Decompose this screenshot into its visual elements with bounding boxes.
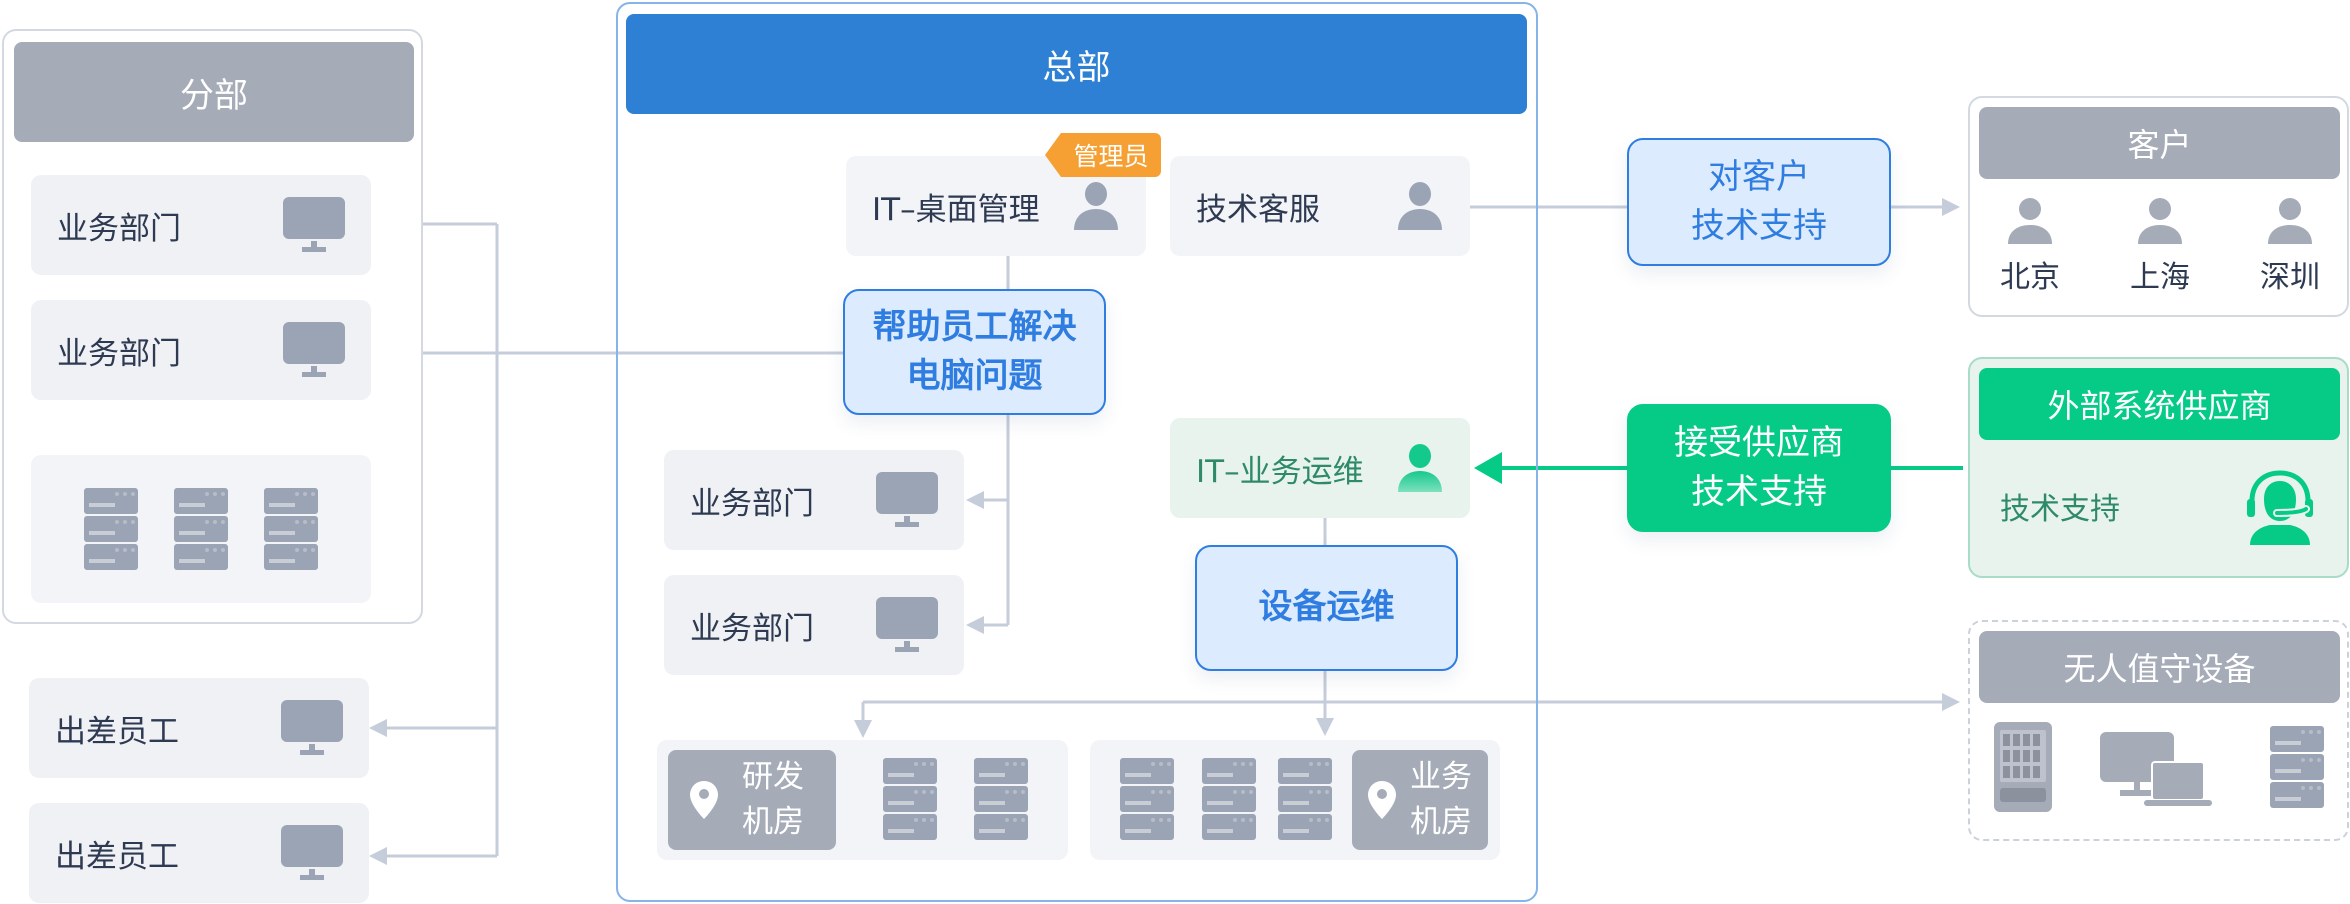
help-action-line1: 帮助员工解决 bbox=[872, 306, 1077, 347]
unattended-panel: 无人值守设备 bbox=[1968, 620, 2349, 841]
tech-service-card[interactable]: 技术客服 bbox=[1170, 156, 1470, 256]
headset-agent-icon bbox=[2244, 469, 2316, 545]
customer-support-line2: 技术支持 bbox=[1691, 206, 1827, 246]
biz-room-line1: 业务 bbox=[1410, 759, 1472, 796]
biz-room-label-box: 业务 机房 bbox=[1352, 750, 1488, 850]
cabinet-icon bbox=[1994, 722, 2052, 812]
server-rack-icon bbox=[883, 758, 937, 840]
monitor-icon bbox=[281, 825, 343, 881]
admin-badge: 管理员 bbox=[1045, 133, 1161, 177]
customers-panel: 客户 北京 上海 深圳 bbox=[1968, 96, 2349, 317]
dept-label: 业务部门 bbox=[690, 485, 814, 522]
tech-service-label: 技术客服 bbox=[1196, 191, 1320, 228]
biz-room-line2: 机房 bbox=[1410, 804, 1472, 840]
arrow-to-customers bbox=[1942, 198, 1960, 216]
arrow-to-bizops bbox=[1474, 452, 1502, 484]
unattended-header: 无人值守设备 bbox=[1979, 631, 2340, 703]
supplier-support-line1: 接受供应商 bbox=[1674, 422, 1844, 463]
biz-ops-card[interactable]: IT–业务运维 bbox=[1170, 418, 1470, 518]
supplier-support-line2: 技术支持 bbox=[1691, 472, 1827, 512]
server-rack-icon bbox=[1202, 758, 1256, 840]
branch-dept-card-2[interactable]: 业务部门 bbox=[31, 300, 371, 400]
arrow-travel-1 bbox=[369, 719, 387, 737]
city-label: 深圳 bbox=[2260, 260, 2320, 295]
help-employees-action[interactable]: 帮助员工解决 电脑问题 bbox=[843, 289, 1106, 415]
supplier-support-label: 技术支持 bbox=[2000, 492, 2120, 527]
user-icon bbox=[1396, 444, 1444, 492]
customer-city-item[interactable]: 上海 bbox=[2115, 198, 2205, 296]
branch-server-room bbox=[31, 455, 371, 603]
customer-city-list: 北京 上海 深圳 bbox=[1985, 198, 2335, 296]
desktop-mgmt-label: IT–桌面管理 bbox=[872, 191, 1040, 228]
hq-dept-card-2[interactable]: 业务部门 bbox=[664, 575, 964, 675]
monitor-icon bbox=[876, 597, 938, 653]
branch-title: 分部 bbox=[180, 75, 248, 116]
server-rack-icon bbox=[84, 488, 138, 570]
travel-staff-card-2[interactable]: 出差员工 bbox=[29, 803, 369, 903]
supplier-support-action[interactable]: 接受供应商 技术支持 bbox=[1627, 404, 1891, 532]
arrow-to-biz-room bbox=[1316, 718, 1334, 736]
biz-room: 业务 机房 bbox=[1090, 740, 1500, 860]
user-icon bbox=[2136, 198, 2184, 244]
location-pin-icon bbox=[690, 781, 718, 819]
arrow-travel-2 bbox=[369, 847, 387, 865]
rd-room-line1: 研发 bbox=[742, 759, 804, 796]
customers-title: 客户 bbox=[2127, 126, 2192, 164]
user-icon bbox=[1072, 182, 1120, 230]
hq-dept-card-1[interactable]: 业务部门 bbox=[664, 450, 964, 550]
customers-header: 客户 bbox=[1979, 107, 2340, 179]
branch-dept-card-1[interactable]: 业务部门 bbox=[31, 175, 371, 275]
device-ops-label: 设备运维 bbox=[1258, 587, 1395, 628]
device-ops-action[interactable]: 设备运维 bbox=[1195, 545, 1458, 671]
hq-panel bbox=[616, 2, 1538, 902]
arrow-to-unattended bbox=[1942, 693, 1960, 711]
biz-ops-label: IT–业务运维 bbox=[1196, 453, 1364, 490]
rd-room: 研发 机房 bbox=[657, 740, 1068, 860]
customer-support-line1: 对客户 bbox=[1708, 156, 1810, 197]
supplier-header: 外部系统供应商 bbox=[1979, 368, 2340, 440]
customer-support-action[interactable]: 对客户 技术支持 bbox=[1627, 138, 1891, 266]
supplier-panel: 外部系统供应商 技术支持 bbox=[1968, 357, 2349, 578]
server-rack-icon bbox=[1120, 758, 1174, 840]
desktop-laptop-icon bbox=[2100, 732, 2214, 808]
help-action-line2: 电脑问题 bbox=[906, 356, 1043, 396]
travel-staff-label: 出差员工 bbox=[55, 713, 179, 750]
unattended-title: 无人值守设备 bbox=[2063, 650, 2256, 688]
rd-room-label-box: 研发 机房 bbox=[668, 750, 836, 850]
arrow-hq-dept-1 bbox=[966, 491, 984, 509]
branch-header: 分部 bbox=[14, 42, 414, 142]
server-rack-icon bbox=[974, 758, 1028, 840]
arrow-hq-dept-2 bbox=[966, 616, 984, 634]
customer-city-item[interactable]: 北京 bbox=[1985, 198, 2075, 296]
city-label: 上海 bbox=[2130, 260, 2190, 295]
monitor-icon bbox=[283, 322, 345, 378]
user-icon bbox=[2006, 198, 2054, 244]
location-pin-icon bbox=[1368, 781, 1396, 819]
hq-header: 总部 bbox=[626, 14, 1527, 114]
supplier-title: 外部系统供应商 bbox=[2047, 387, 2272, 425]
city-label: 北京 bbox=[2000, 260, 2060, 295]
admin-badge-label: 管理员 bbox=[1073, 142, 1149, 171]
branch-panel: 分部 业务部门 业务部门 bbox=[2, 29, 423, 624]
monitor-icon bbox=[283, 197, 345, 253]
user-icon bbox=[2266, 198, 2314, 244]
arrow-to-rd-room bbox=[854, 720, 872, 738]
monitor-icon bbox=[281, 700, 343, 756]
server-rack-icon bbox=[2270, 726, 2324, 808]
user-icon bbox=[1396, 182, 1444, 230]
dept-label: 业务部门 bbox=[690, 610, 814, 647]
travel-staff-label: 出差员工 bbox=[55, 838, 179, 875]
dept-label: 业务部门 bbox=[57, 210, 181, 247]
rd-room-line2: 机房 bbox=[742, 804, 804, 840]
dept-label: 业务部门 bbox=[57, 335, 181, 372]
hq-title: 总部 bbox=[1042, 47, 1111, 88]
server-rack-icon bbox=[174, 488, 228, 570]
server-rack-icon bbox=[264, 488, 318, 570]
customer-city-item[interactable]: 深圳 bbox=[2245, 198, 2335, 296]
monitor-icon bbox=[876, 472, 938, 528]
travel-staff-card-1[interactable]: 出差员工 bbox=[29, 678, 369, 778]
server-rack-icon bbox=[1278, 758, 1332, 840]
